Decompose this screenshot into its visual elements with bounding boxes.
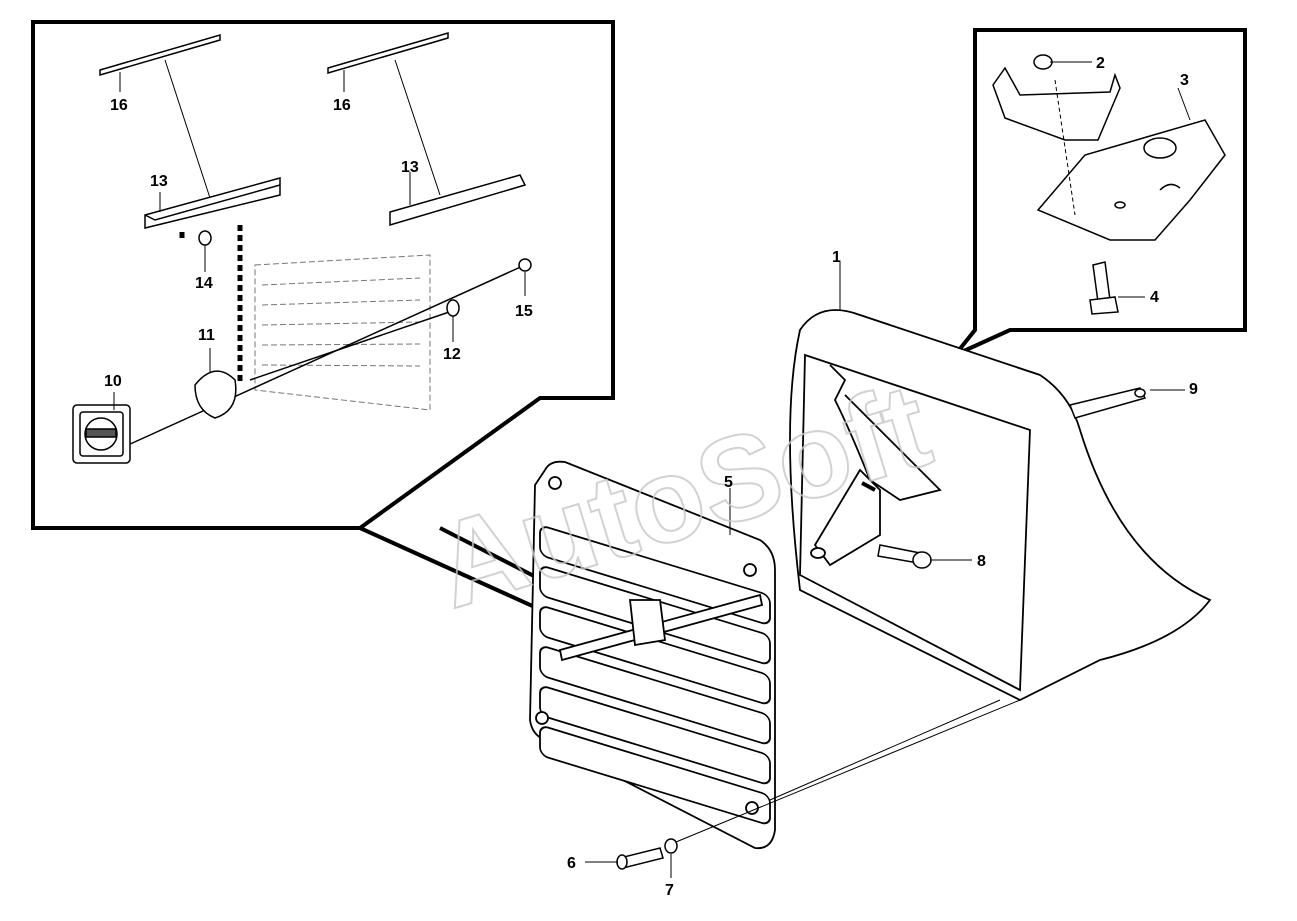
label-part-16-right: 16 [333,97,351,114]
bolt-8 [877,544,932,569]
label-part-4: 4 [1150,289,1159,306]
retainer-rail [179,225,243,385]
trim-strip-16-left [99,34,221,76]
trim-channel-13-left [144,177,281,229]
inset-bracket-leaders [1050,61,1191,298]
inset-bracket [953,28,1247,357]
cab-panel-1 [789,309,1212,702]
bracket-upper [992,66,1121,141]
nut-2 [1033,54,1053,70]
label-part-2: 2 [1096,55,1105,72]
main-leaders [585,262,1185,878]
trim-strip-16-right [327,32,449,74]
label-part-15: 15 [515,303,533,320]
label-part-9: 9 [1189,381,1198,398]
bracket-9 [1068,387,1147,419]
label-part-5: 5 [724,474,733,491]
label-part-11: 11 [198,327,215,344]
washer-12 [446,299,460,317]
trim-channel-13-right [389,174,527,227]
clip-11 [194,370,237,419]
bolt-4 [1089,261,1119,315]
plate-3 [1036,119,1226,241]
label-part-3: 3 [1180,72,1189,89]
label-part-13-left: 13 [150,173,168,190]
label-part-16-left: 16 [110,97,128,114]
washer-14 [198,230,212,246]
nut-15 [518,258,532,272]
rod [127,264,526,446]
label-part-10: 10 [104,373,122,390]
washer-7 [664,838,678,854]
screw-6 [616,847,664,870]
label-part-1: 1 [832,249,841,266]
inset-leaders [113,59,526,410]
grille-5 [529,460,776,850]
label-part-14: 14 [195,275,213,292]
label-part-13-right: 13 [401,159,419,176]
inset-grille-background [254,254,431,411]
part-labels: 1 2 3 4 5 6 7 8 9 10 11 12 13 13 14 15 1… [104,55,1198,899]
label-part-12: 12 [443,346,461,363]
label-part-8: 8 [977,553,986,570]
emblem-10 [72,404,131,464]
label-part-6: 6 [567,855,576,872]
label-part-7: 7 [665,882,674,899]
